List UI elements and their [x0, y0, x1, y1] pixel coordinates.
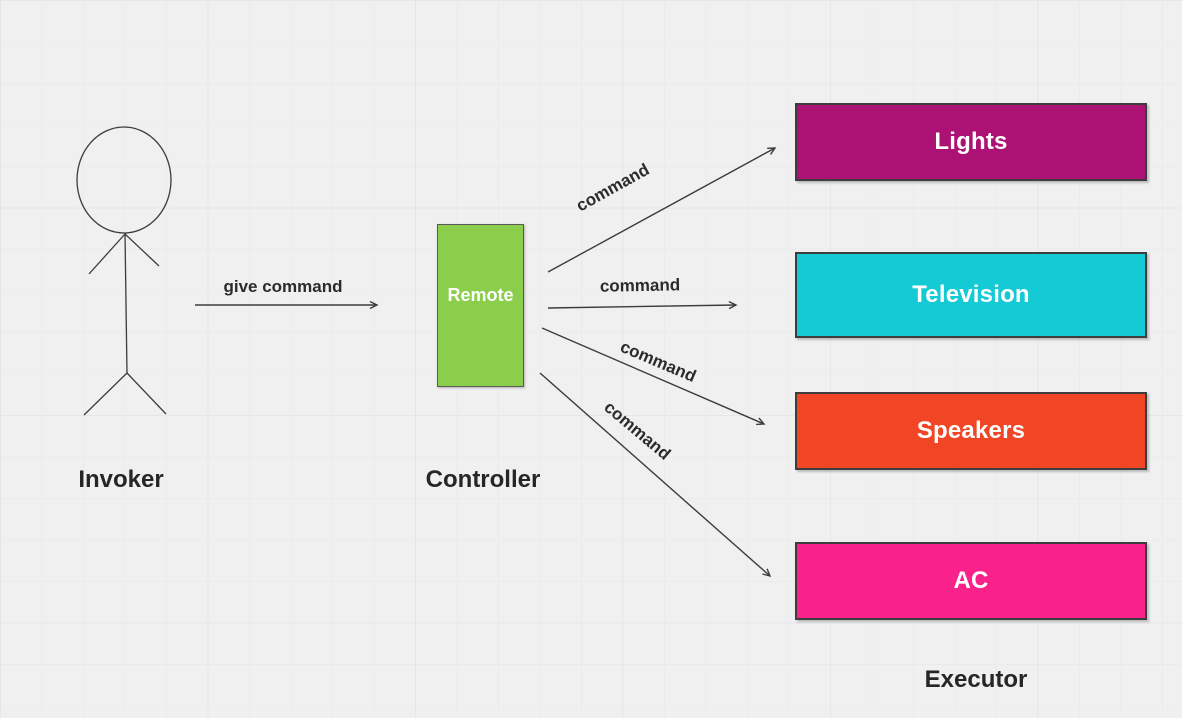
edge-command-ac-arrow[interactable] — [539, 372, 770, 576]
stick-figure-left-arm — [88, 233, 126, 275]
stick-figure-right-arm — [124, 233, 160, 267]
edge-label-command-lights: command — [573, 159, 653, 216]
edge-label-command-television: command — [599, 275, 681, 296]
edge-command-television-arrow[interactable] — [547, 305, 736, 308]
receiver-label-speakers: Speakers — [916, 417, 1026, 444]
remote-box-label: Remote — [447, 284, 514, 305]
receiver-box-lights[interactable]: Lights — [795, 103, 1147, 181]
edge-label-command-speakers: command — [617, 337, 699, 386]
invoker-stick-figure[interactable] — [76, 126, 172, 416]
executor-role-label: Executor — [924, 666, 1028, 693]
receiver-label-television: Television — [912, 281, 1030, 308]
invoker-role-label: Invoker — [78, 466, 164, 493]
controller-remote-box[interactable]: Remote — [437, 224, 524, 387]
stick-figure-body — [124, 232, 128, 374]
stick-figure-right-leg — [126, 372, 167, 415]
edge-label-command-ac: command — [600, 397, 675, 464]
receiver-label-ac: AC — [953, 567, 989, 594]
stick-figure-head — [76, 126, 172, 234]
edge-command-speakers-arrow[interactable] — [541, 327, 764, 424]
stick-figure-left-leg — [83, 372, 128, 416]
receiver-box-ac[interactable]: AC — [795, 542, 1147, 620]
receiver-box-speakers[interactable]: Speakers — [795, 392, 1147, 470]
receiver-box-television[interactable]: Television — [795, 252, 1147, 338]
receiver-label-lights: Lights — [934, 128, 1008, 155]
edge-label-give-command: give command — [223, 277, 343, 296]
controller-role-label: Controller — [425, 466, 541, 493]
